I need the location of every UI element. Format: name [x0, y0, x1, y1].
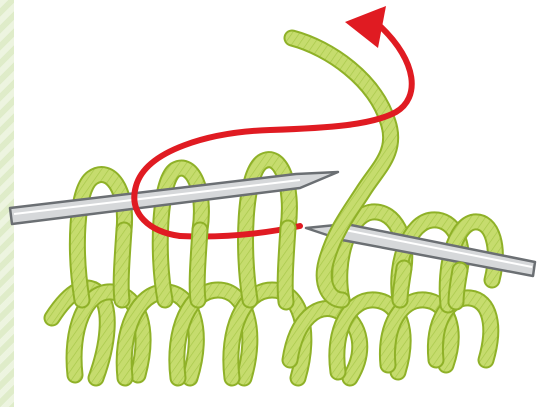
arrow-head [345, 6, 386, 48]
